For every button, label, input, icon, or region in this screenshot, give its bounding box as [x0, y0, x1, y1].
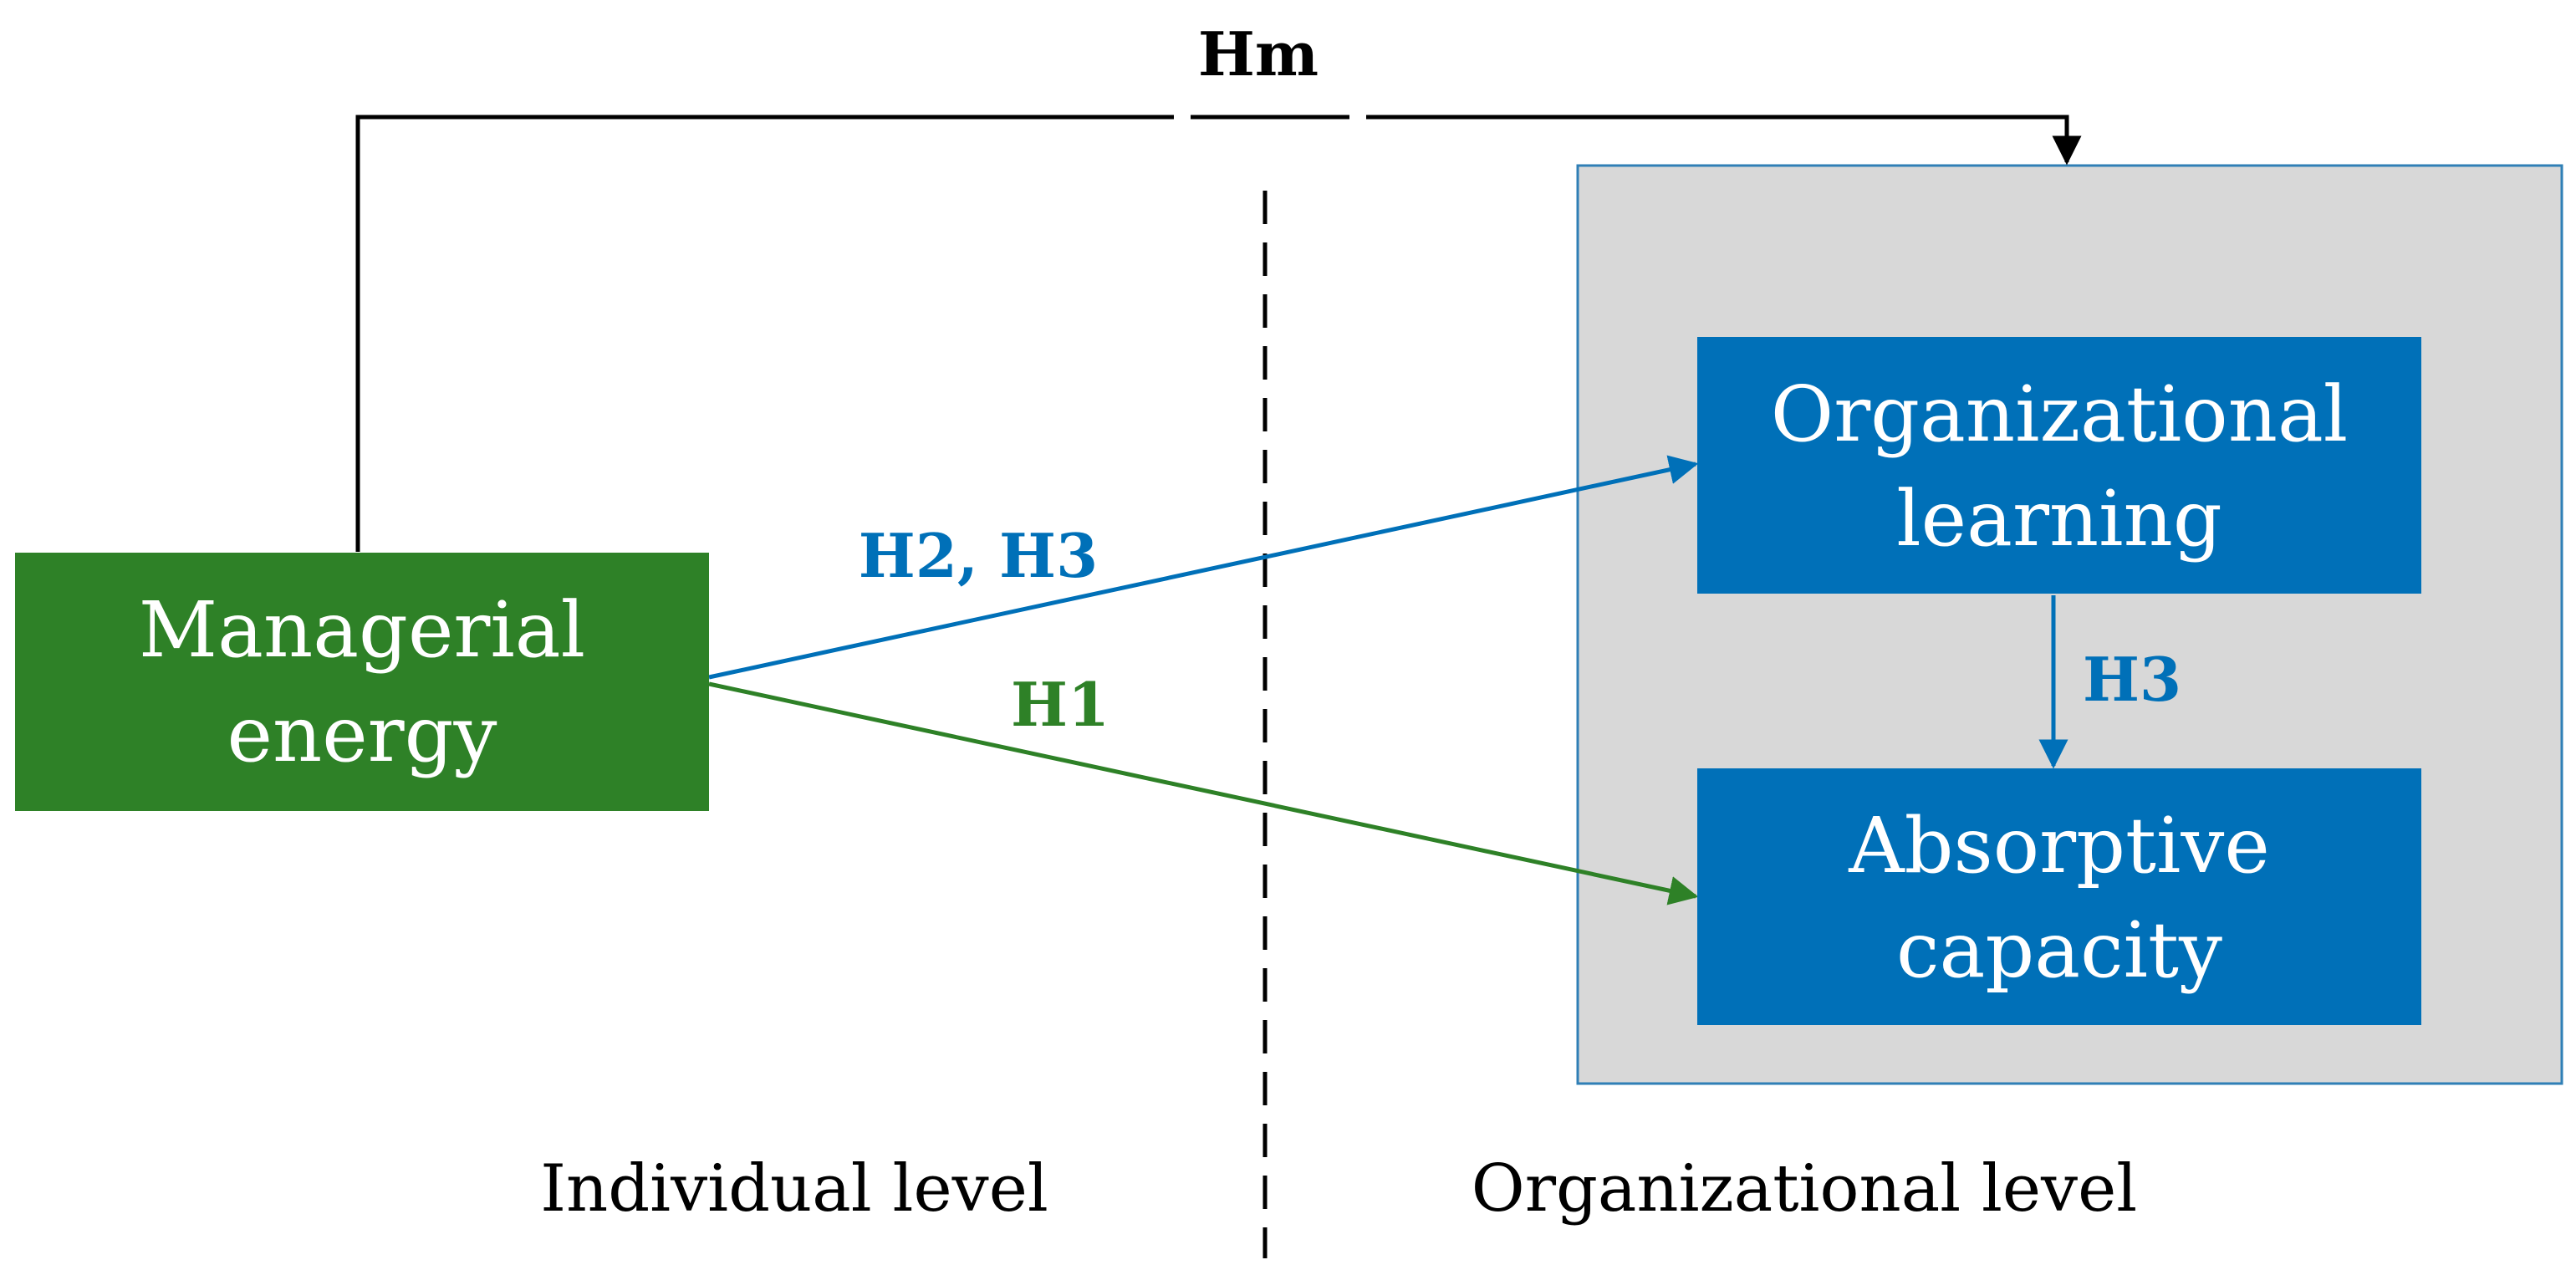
absorptive-capacity-label-line2: capacity — [1896, 905, 2222, 995]
h3-label: H3 — [2083, 644, 2181, 715]
individual-level-label: Individual level — [540, 1151, 1048, 1227]
organizational-learning-node: Organizational learning — [1697, 337, 2421, 594]
managerial-energy-label-line1: Managerial — [139, 585, 585, 675]
managerial-energy-node: Managerial energy — [15, 553, 709, 811]
absorptive-capacity-node: Absorptive capacity — [1697, 768, 2421, 1025]
h2-h3-label: H2, H3 — [859, 520, 1098, 591]
hm-label: Hm — [1198, 18, 1319, 89]
h1-label: H1 — [1011, 669, 1109, 740]
absorptive-capacity-label-line1: Absorptive — [1848, 801, 2270, 890]
h2-h3-path-arrow — [708, 455, 1699, 680]
organizational-learning-label-line1: Organizational — [1771, 370, 2348, 459]
hm-path-arrow — [355, 115, 2067, 552]
managerial-energy-label-line2: energy — [227, 690, 497, 779]
h1-path-arrow — [708, 681, 1699, 905]
organizational-learning-label-line2: learning — [1896, 474, 2222, 564]
organizational-level-label: Organizational level — [1472, 1151, 2137, 1227]
